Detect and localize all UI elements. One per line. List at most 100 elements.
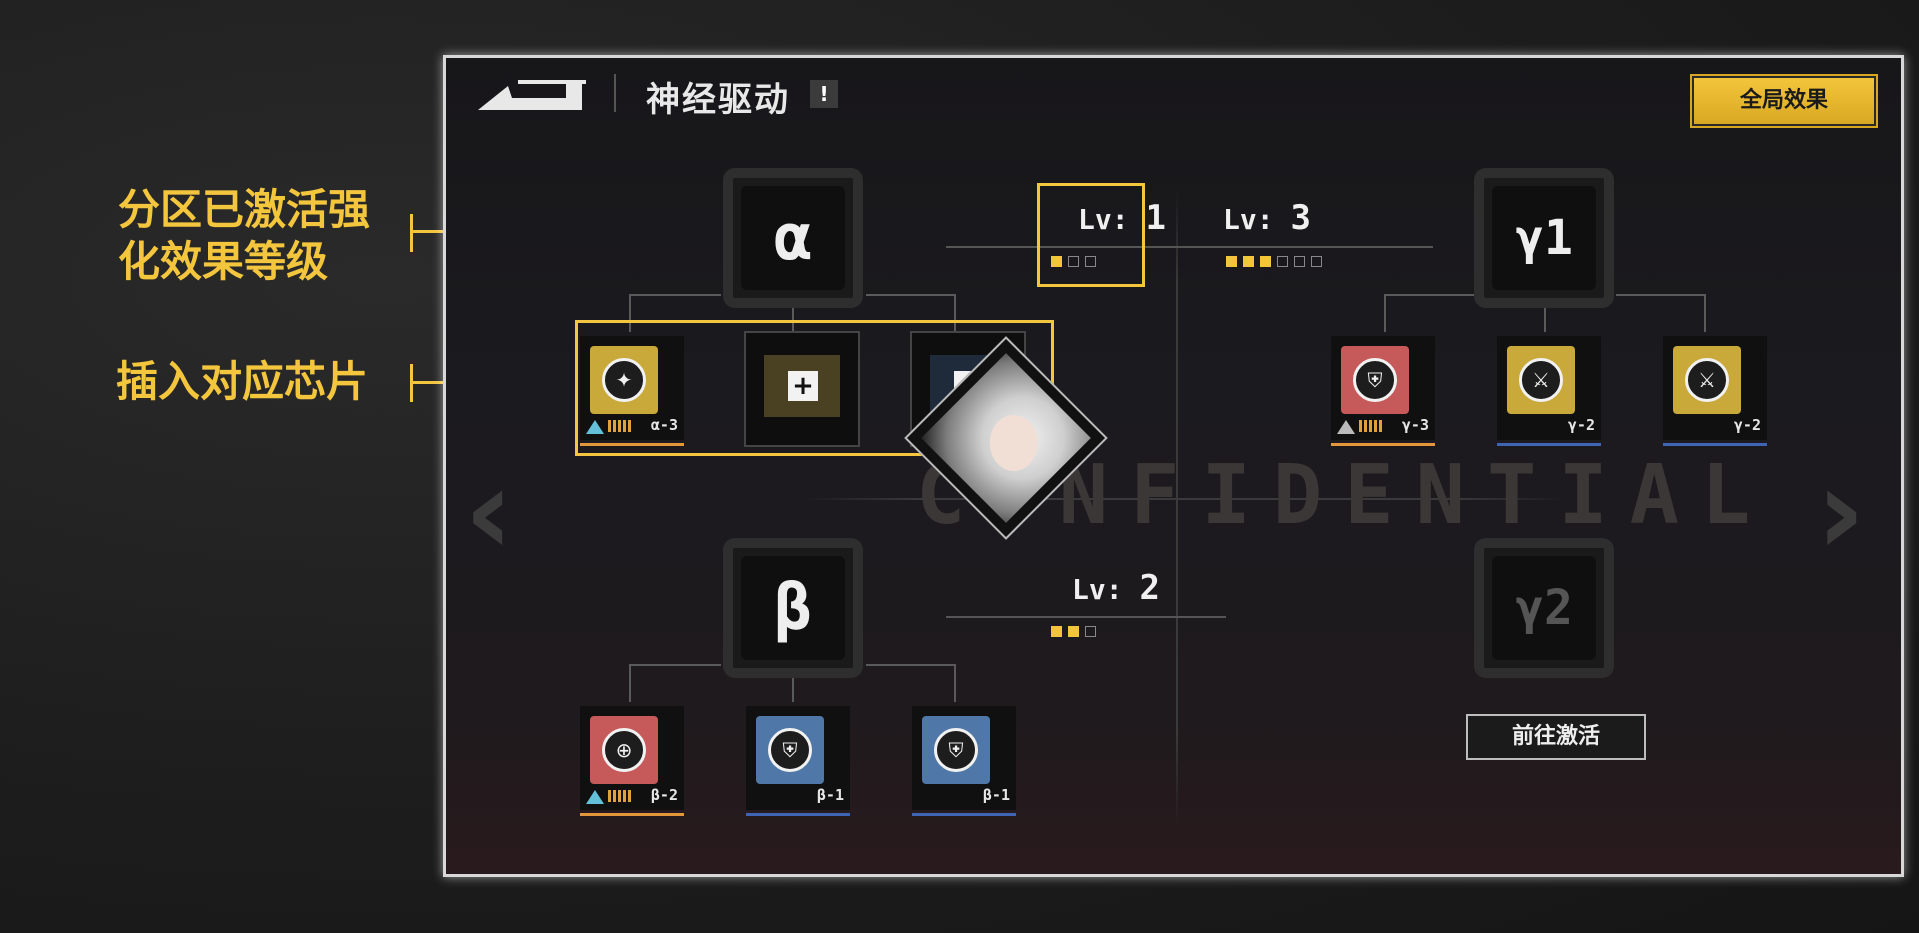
wire (1704, 294, 1706, 332)
level-label: Lv: (1072, 573, 1123, 606)
level-pips (1051, 256, 1096, 267)
pip-on (1068, 626, 1079, 637)
chip-level-bars (608, 420, 632, 432)
chip-alpha-3[interactable]: ✦ α-3 (580, 336, 684, 446)
zone-gamma1-level: Lv: 3 (1223, 198, 1311, 238)
level-value: 1 (1145, 198, 1166, 238)
pip-off (1294, 256, 1305, 267)
chip-tag: β-1 (982, 786, 1010, 804)
zone-beta-node[interactable]: β (723, 538, 863, 678)
annotation-chip-note: 插入对应芯片 (116, 357, 369, 406)
rarity-triangle-icon (586, 790, 604, 804)
wire (1616, 294, 1706, 296)
pip-on (1243, 256, 1254, 267)
header-separator (614, 74, 616, 112)
chip-tag: γ-3 (1401, 416, 1429, 434)
chip-gamma-2[interactable]: ⚔ γ-2 (1663, 336, 1767, 446)
annotation-tick (410, 214, 413, 252)
wire (629, 294, 631, 332)
chip-rarity-line (1497, 443, 1601, 446)
bullet-emblem-icon: ✦ (602, 358, 646, 402)
annotation-level-note: 分区已激活强 化效果等级 (118, 184, 370, 288)
chip-tag: α-3 (650, 416, 678, 434)
center-vertical-divider (1176, 188, 1178, 828)
zone-gamma1-node[interactable]: γ1 (1474, 168, 1614, 308)
wire (1544, 308, 1546, 332)
chip-gamma-3[interactable]: ⛨ γ-3 (1331, 336, 1435, 446)
chip-rarity-line (912, 813, 1016, 816)
level-label: Lv: (1223, 203, 1274, 236)
zone-beta-level: Lv: 2 (1072, 568, 1160, 608)
shield-emblem-icon: ⛨ (934, 728, 978, 772)
zone-alpha-symbol: α (741, 186, 845, 290)
wire (866, 294, 956, 296)
chip-beta-2[interactable]: ⊕ β-2 (580, 706, 684, 816)
center-horizontal-divider (806, 498, 1566, 500)
wire (1384, 294, 1474, 296)
chip-rarity-line (580, 443, 684, 446)
chip-beta-1[interactable]: ⛨ β-1 (912, 706, 1016, 816)
chip-rarity-line (746, 813, 850, 816)
chip-rarity-line (1331, 443, 1435, 446)
chevron-left-icon[interactable]: ‹ (464, 443, 514, 582)
level-value: 2 (1139, 568, 1160, 608)
zone-alpha-node[interactable]: α (723, 168, 863, 308)
rarity-triangle-icon (586, 420, 604, 434)
game-panel: 神经驱动 ! 全局效果 CONFIDENTIAL ‹ › α ✦ α-3 + +… (443, 55, 1904, 877)
chip-gamma-2[interactable]: ⚔ γ-2 (1497, 336, 1601, 446)
level-highlight (1037, 183, 1145, 287)
chip-level-bars (1359, 420, 1383, 432)
plus-icon: + (788, 371, 818, 401)
shield-emblem-icon: ⛨ (768, 728, 812, 772)
level-underline (1223, 246, 1433, 248)
pip-off (1068, 256, 1079, 267)
back-logo-icon[interactable] (478, 76, 588, 112)
rarity-triangle-icon (1337, 420, 1355, 434)
chip-level-bars (608, 790, 632, 802)
pip-off (1277, 256, 1288, 267)
pip-off (1085, 626, 1096, 637)
zone-gamma1-symbol: γ1 (1492, 186, 1596, 290)
chip-beta-1[interactable]: ⛨ β-1 (746, 706, 850, 816)
wire (629, 294, 721, 296)
alert-icon[interactable]: ! (810, 80, 838, 108)
go-activate-button[interactable]: 前往激活 (1466, 714, 1646, 760)
zone-gamma2-node[interactable]: γ2 (1474, 538, 1614, 678)
level-pips (1226, 256, 1322, 267)
global-effect-button[interactable]: 全局效果 (1692, 76, 1876, 126)
level-value: 3 (1290, 198, 1311, 238)
empty-chip-slot[interactable]: + (744, 331, 860, 447)
annotation-level-note-line1: 分区已激活强 (118, 185, 371, 234)
zone-alpha-level: Lv: 1 (1078, 198, 1166, 238)
wire (954, 294, 956, 332)
pip-on (1226, 256, 1237, 267)
wire (792, 678, 794, 702)
chip-rarity-line (580, 813, 684, 816)
pip-on (1260, 256, 1271, 267)
swords-emblem-icon: ⚔ (1685, 358, 1729, 402)
chip-tag: β-1 (816, 786, 844, 804)
pip-off (1085, 256, 1096, 267)
chip-tag: γ-2 (1567, 416, 1595, 434)
level-pips (1051, 626, 1096, 637)
wire (954, 664, 956, 702)
pip-on (1051, 256, 1062, 267)
zone-beta-symbol: β (741, 556, 845, 660)
level-label: Lv: (1078, 203, 1129, 236)
shield-emblem-icon: ⛨ (1353, 358, 1397, 402)
pip-off (1311, 256, 1322, 267)
level-underline (946, 616, 1226, 618)
chip-tag: γ-2 (1733, 416, 1761, 434)
wire (1384, 294, 1386, 332)
annotation-level-note-line2: 化效果等级 (118, 237, 329, 286)
chip-tag: β-2 (650, 786, 678, 804)
zone-gamma2-symbol: γ2 (1492, 556, 1596, 660)
portrait-face (989, 414, 1038, 471)
page-title: 神经驱动 (646, 80, 790, 120)
chip-rarity-line (1663, 443, 1767, 446)
chevron-right-icon[interactable]: › (1816, 443, 1866, 582)
swords-emblem-icon: ⚔ (1519, 358, 1563, 402)
level-underline (946, 246, 1226, 248)
pip-on (1051, 626, 1062, 637)
wire (629, 664, 721, 666)
